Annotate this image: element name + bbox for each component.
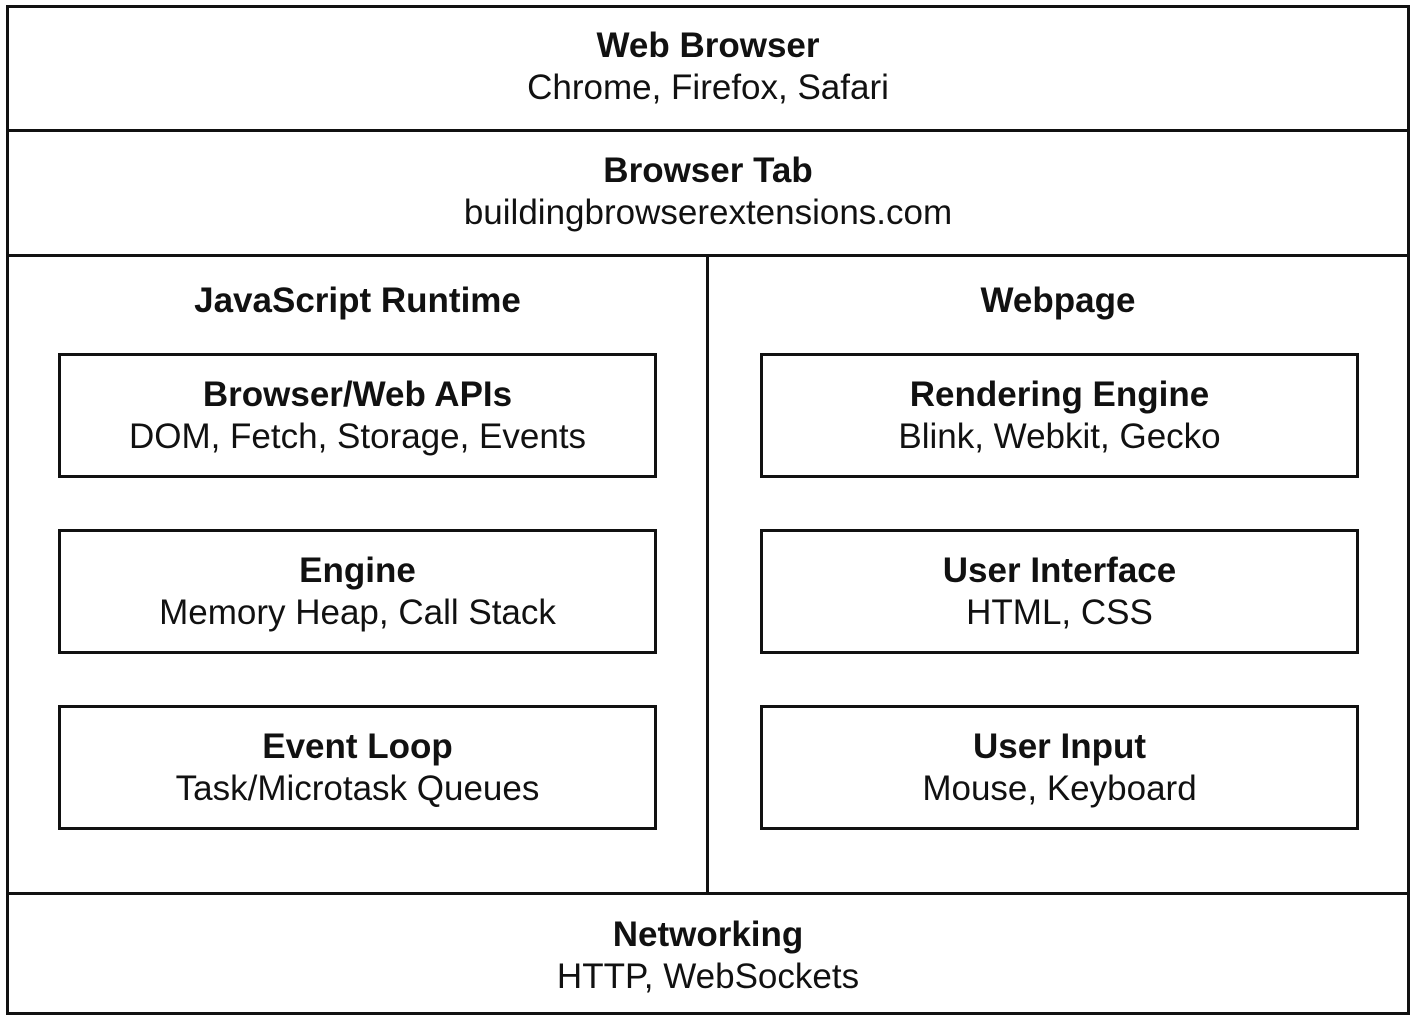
event-loop-box: Event Loop Task/Microtask Queues [58, 705, 657, 830]
event-loop-subtitle: Task/Microtask Queues [175, 769, 540, 808]
engine-title: Engine [299, 551, 416, 590]
webpage-column: Webpage Rendering Engine Blink, Webkit, … [709, 257, 1407, 892]
browser-tab-title: Browser Tab [603, 151, 813, 190]
browser-tab-subtitle: buildingbrowserextensions.com [463, 193, 953, 232]
user-interface-box: User Interface HTML, CSS [760, 529, 1359, 654]
engine-subtitle: Memory Heap, Call Stack [159, 593, 556, 632]
web-browser-layer: Web Browser Chrome, Firefox, Safari [9, 8, 1407, 132]
web-browser-subtitle: Chrome, Firefox, Safari [527, 68, 889, 107]
networking-subtitle: HTTP, WebSockets [556, 957, 860, 996]
webpage-title: Webpage [980, 281, 1136, 320]
user-input-subtitle: Mouse, Keyboard [922, 769, 1197, 808]
user-input-box: User Input Mouse, Keyboard [760, 705, 1359, 830]
browser-architecture-diagram: Web Browser Chrome, Firefox, Safari Brow… [6, 5, 1410, 1015]
web-apis-title: Browser/Web APIs [202, 375, 513, 414]
rendering-engine-box: Rendering Engine Blink, Webkit, Gecko [760, 353, 1359, 478]
browser-tab-layer: Browser Tab buildingbrowserextensions.co… [9, 132, 1407, 257]
javascript-runtime-column: JavaScript Runtime Browser/Web APIs DOM,… [9, 257, 709, 892]
user-interface-title: User Interface [942, 551, 1177, 590]
networking-layer: Networking HTTP, WebSockets [9, 892, 1407, 1012]
rendering-engine-title: Rendering Engine [909, 375, 1210, 414]
networking-title: Networking [612, 915, 804, 954]
web-apis-subtitle: DOM, Fetch, Storage, Events [128, 417, 587, 456]
rendering-engine-subtitle: Blink, Webkit, Gecko [898, 417, 1221, 456]
event-loop-title: Event Loop [262, 727, 453, 766]
user-input-title: User Input [972, 727, 1147, 766]
user-interface-subtitle: HTML, CSS [966, 593, 1153, 632]
javascript-runtime-title: JavaScript Runtime [194, 281, 521, 320]
web-apis-box: Browser/Web APIs DOM, Fetch, Storage, Ev… [58, 353, 657, 478]
tab-contents: JavaScript Runtime Browser/Web APIs DOM,… [9, 257, 1407, 892]
web-browser-title: Web Browser [596, 26, 820, 65]
engine-box: Engine Memory Heap, Call Stack [58, 529, 657, 654]
